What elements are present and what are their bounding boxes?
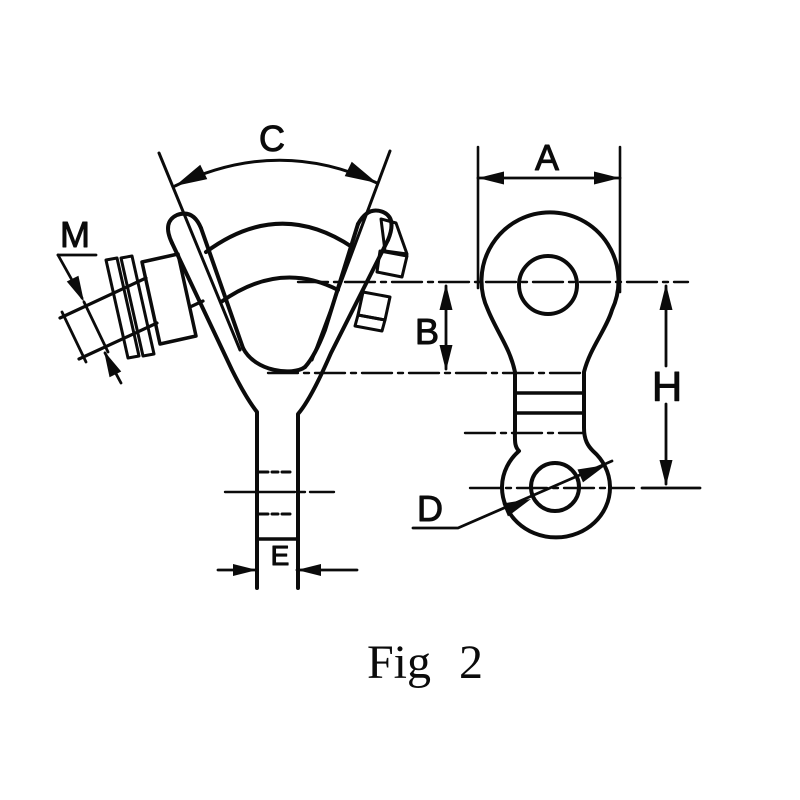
thread-crest-line-2 bbox=[82, 300, 110, 354]
stud-edge-lower bbox=[77, 321, 159, 361]
bow-inner-left bbox=[199, 226, 245, 350]
figure-caption: Fig 2 bbox=[367, 636, 483, 689]
right-prong-nut-facet-4 bbox=[353, 313, 387, 333]
bowl-bottom-arc bbox=[241, 346, 307, 374]
m-arrowhead-lower bbox=[104, 351, 122, 378]
b-arrowhead-bottom bbox=[439, 345, 453, 371]
stud-nut bbox=[140, 252, 198, 346]
cone-extension-line-left bbox=[157, 151, 242, 352]
right-view-eye-link: A B H D bbox=[411, 137, 702, 540]
right-prong-nut-facet-1 bbox=[379, 217, 409, 256]
d-leader-line bbox=[411, 459, 614, 530]
washer-plate-1 bbox=[104, 256, 141, 360]
right-prong-nut-facet-2 bbox=[375, 249, 409, 279]
centerlines bbox=[266, 280, 690, 490]
dim-label-e: E bbox=[271, 540, 290, 571]
stud-edge-upper bbox=[58, 276, 148, 320]
link-outline bbox=[479, 210, 621, 540]
dim-label-a: A bbox=[535, 137, 559, 178]
e-arrowhead-left bbox=[233, 564, 257, 576]
m-arrowhead-upper bbox=[66, 275, 84, 302]
ball-mid-arc bbox=[219, 275, 340, 304]
dim-label-h: H bbox=[652, 363, 682, 410]
prong-cap-left bbox=[166, 211, 203, 245]
dim-label-d: D bbox=[417, 488, 443, 529]
h-arrowhead-bottom bbox=[659, 460, 673, 486]
dim-label-m: M bbox=[60, 214, 90, 255]
a-arrowhead-left bbox=[478, 171, 504, 185]
b-arrowhead-top bbox=[439, 284, 453, 310]
c-arrowhead-right bbox=[344, 161, 377, 183]
c-arrowhead-left bbox=[175, 164, 208, 186]
a-arrowhead-right bbox=[594, 171, 620, 185]
washer-plate-2 bbox=[119, 254, 156, 358]
dim-label-b: B bbox=[415, 311, 439, 352]
d-arrowhead-outer bbox=[577, 465, 606, 483]
ball-top-arc bbox=[204, 221, 354, 254]
d-arrowhead-inner bbox=[502, 499, 531, 517]
dim-label-c: C bbox=[259, 118, 285, 159]
cone-extension-line-right bbox=[310, 149, 392, 362]
bow-outer-right-and-stem-right bbox=[296, 238, 390, 590]
prong-cap-right bbox=[356, 208, 394, 242]
bow-outer-left-and-stem-left bbox=[170, 241, 259, 590]
e-arrowhead-right bbox=[297, 564, 321, 576]
top-eye-hole bbox=[517, 254, 579, 316]
thread-crest-line-1 bbox=[60, 310, 88, 364]
stud-edge-lower-segment bbox=[188, 299, 205, 309]
h-arrowhead-top bbox=[659, 284, 673, 310]
left-view-y-clevis: C M E bbox=[56, 118, 409, 590]
